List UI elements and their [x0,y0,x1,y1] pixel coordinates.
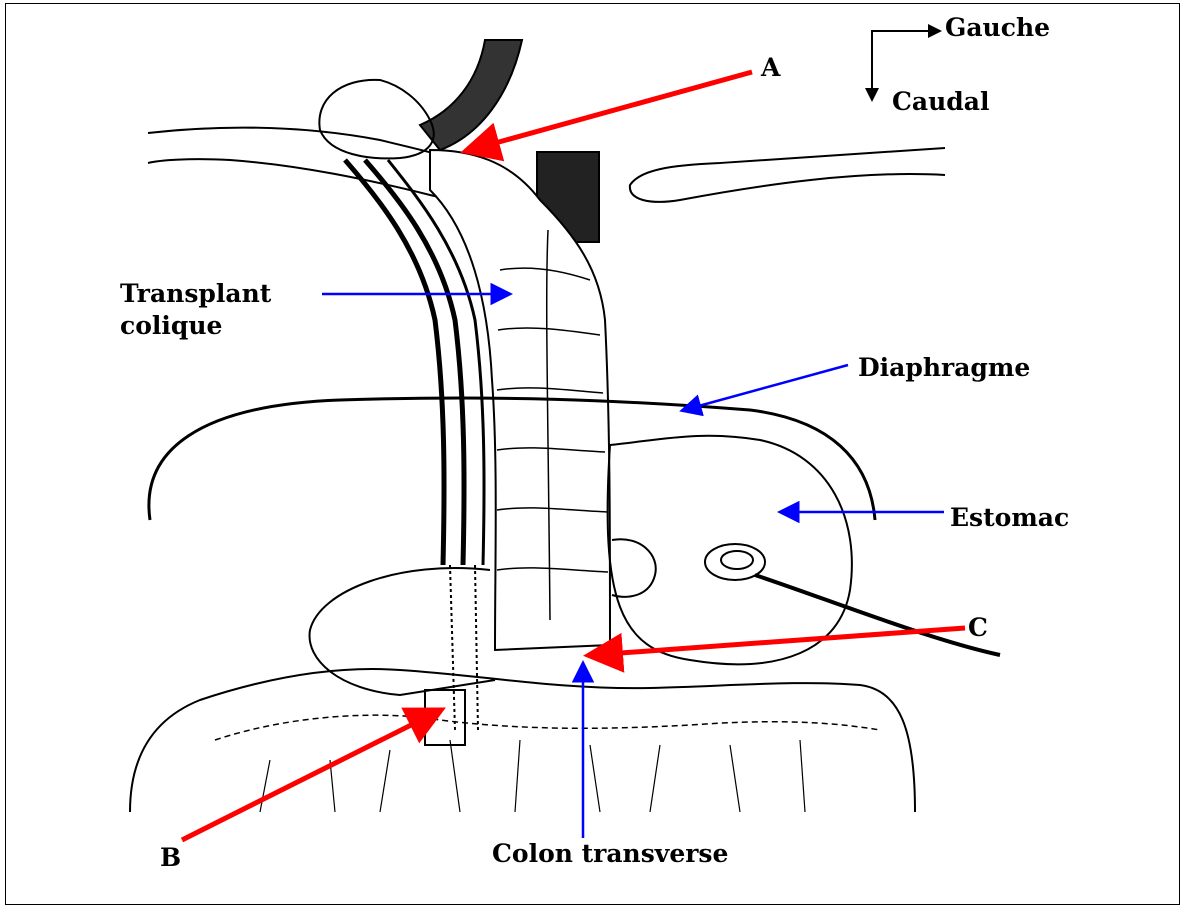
mesentery-vessels [260,740,805,812]
label-transplant-line2: colique [120,310,271,342]
pedicle-descent [450,565,455,730]
orientation-label-caudal: Caudal [892,86,989,118]
arrow-c [593,628,965,655]
label-b: B [160,842,181,874]
label-diaphragme: Diaphragme [858,352,1030,384]
label-estomac: Estomac [950,502,1069,534]
transverse-colon-inner [215,715,880,740]
label-colon-transverse: Colon transverse [492,838,728,870]
arrow-b [182,712,437,840]
label-transplant-colique: Transplant colique [120,278,271,342]
arrow-a [470,72,752,150]
pedicle-descent-2 [475,565,478,730]
orientation-arrow-horizontal [872,31,938,62]
vascular-pedicle-2 [365,160,464,565]
transverse-colon-outline [130,669,915,812]
colon-cap-top [319,80,433,159]
arrow-diaphragme [684,365,848,410]
drain-tip-inner [721,551,753,569]
label-a: A [761,52,780,84]
label-c: C [968,612,988,644]
orientation-label-gauche: Gauche [945,12,1050,44]
right-clavicle [630,148,945,202]
vascular-pedicle-1 [345,160,444,565]
esophagus-stump [420,40,522,150]
label-transplant-line1: Transplant [120,278,271,310]
pylorus-bulge [612,539,656,597]
stomach-outline [608,436,852,665]
